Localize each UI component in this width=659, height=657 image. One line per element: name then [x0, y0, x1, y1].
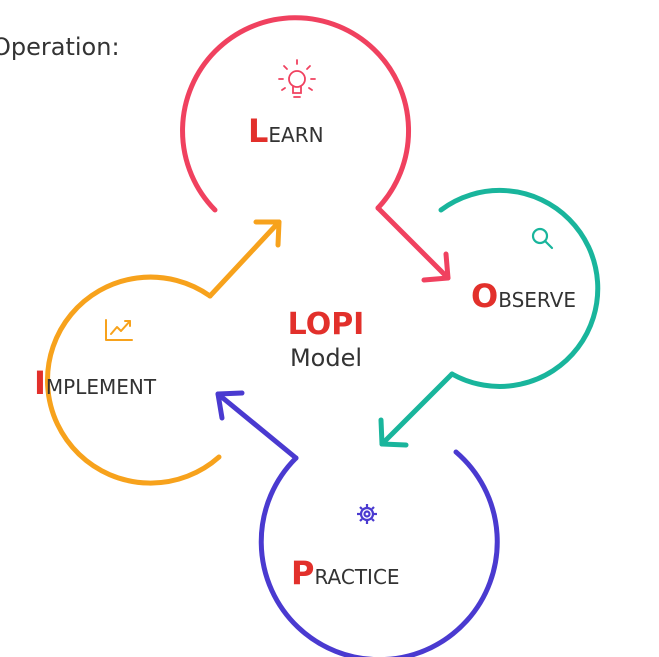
observe-to-practice-arrow	[379, 371, 455, 447]
learn-rest: EARN	[268, 123, 323, 147]
header-text: Operation:	[0, 33, 120, 61]
gear-icon	[357, 504, 377, 524]
practice-ring	[258, 449, 500, 657]
center-subtitle: Model	[290, 344, 362, 372]
implement-ring	[45, 274, 222, 486]
stage-practice: PRACTICE	[215, 390, 500, 657]
center-title: LOPI	[288, 307, 365, 342]
magnifier-icon	[531, 227, 554, 250]
implement-label: IMPLEMENT	[34, 364, 157, 402]
lightbulb-icon	[278, 59, 316, 98]
practice-to-implement-arrow	[215, 391, 299, 461]
stage-learn: LEARN	[180, 15, 451, 283]
observe-label: OBSERVE	[471, 277, 576, 315]
learn-to-observe-arrow	[375, 205, 451, 281]
observe-initial: O	[471, 277, 498, 315]
practice-rest: RACTICE	[314, 565, 399, 589]
practice-arrowhead	[215, 390, 245, 421]
implement-initial: I	[34, 364, 46, 402]
stage-implement: IMPLEMENT	[34, 219, 282, 486]
observe-arrowhead	[378, 417, 409, 448]
chart-icon	[105, 319, 133, 341]
observe-rest: BSERVE	[498, 288, 576, 312]
observe-ring	[438, 187, 601, 389]
learn-ring	[180, 15, 412, 213]
learn-arrowhead	[421, 251, 451, 283]
practice-label: PRACTICE	[291, 554, 400, 592]
implement-to-learn-arrow	[207, 219, 282, 299]
learn-label: LEARN	[248, 112, 324, 150]
implement-rest: MPLEMENT	[46, 375, 157, 399]
learn-initial: L	[248, 112, 268, 150]
implement-arrowhead	[253, 219, 282, 248]
stage-observe: OBSERVE	[378, 187, 601, 448]
practice-initial: P	[291, 554, 314, 592]
